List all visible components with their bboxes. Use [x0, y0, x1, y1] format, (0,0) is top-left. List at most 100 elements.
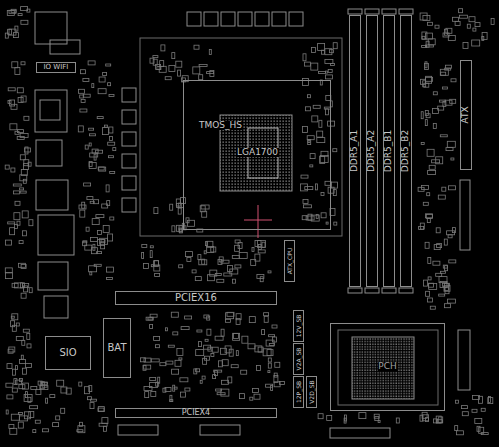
smd-component: [84, 183, 91, 186]
dimm-slot: DDR5_A1: [349, 15, 361, 287]
smd-component: [201, 205, 209, 209]
smd-component: [482, 33, 487, 40]
smd-component: [165, 77, 171, 80]
smd-component: [451, 79, 456, 82]
smd-component: [313, 105, 320, 108]
smd-component: [304, 205, 312, 208]
smd-component: [321, 193, 324, 196]
choke: [122, 154, 136, 168]
smd-component: [14, 33, 19, 38]
smd-component: [248, 344, 255, 349]
smd-component: [215, 274, 221, 276]
smd-component: [87, 197, 93, 200]
smd-component: [456, 431, 463, 435]
smd-component: [109, 94, 114, 96]
smd-component: [199, 75, 203, 80]
smd-component: [19, 385, 25, 389]
smd-component: [21, 7, 28, 11]
smd-component: [213, 375, 216, 379]
smd-component: [143, 264, 148, 269]
smd-component: [186, 218, 189, 223]
part-label: SIO: [58, 348, 77, 359]
dimm-latch: [348, 288, 362, 293]
smd-component: [311, 63, 318, 70]
smd-component: [427, 149, 434, 156]
io-port: [36, 180, 68, 210]
smd-component: [11, 316, 14, 318]
smd-component: [453, 228, 456, 233]
smd-component: [229, 349, 233, 356]
smd-component: [316, 184, 318, 190]
smd-component: [7, 11, 14, 16]
smd-component: [479, 396, 483, 403]
smd-component: [308, 140, 311, 145]
smd-component: [151, 391, 156, 396]
smd-component: [308, 141, 310, 143]
crosshair-line: [258, 205, 259, 238]
smd-component: [144, 365, 151, 369]
smd-component: [241, 370, 247, 374]
smd-component: [208, 347, 212, 351]
smd-component: [192, 270, 196, 273]
smd-component: [169, 65, 175, 71]
io-port: [40, 100, 60, 120]
smd-component: [217, 279, 224, 282]
smd-component: [56, 416, 60, 420]
smd-component: [268, 271, 271, 273]
smd-component: [463, 43, 468, 49]
part-label: PCIEX16: [174, 293, 218, 304]
smd-component: [440, 135, 447, 137]
smd-component: [106, 185, 109, 192]
smd-component: [439, 294, 445, 296]
smd-component: [479, 427, 484, 433]
smd-component: [90, 403, 94, 409]
smd-component: [12, 62, 18, 68]
smd-component: [106, 64, 111, 66]
vertical-label: V2A_SB: [295, 347, 301, 372]
smd-component: [80, 210, 85, 217]
smd-component: [26, 364, 32, 368]
smd-component: [8, 29, 12, 34]
smd-component: [467, 24, 470, 28]
smd-component: [429, 283, 434, 287]
smd-component: [170, 204, 173, 210]
smd-component: [166, 361, 173, 364]
smd-component: [306, 107, 311, 111]
vertical-label: DDR5_B2: [401, 129, 410, 173]
smd-component: [151, 265, 153, 267]
smd-component: [196, 369, 200, 372]
smd-component: [425, 242, 429, 248]
smd-component: [209, 49, 211, 54]
smd-component: [153, 261, 158, 266]
smd-component: [446, 148, 453, 151]
smd-component: [328, 70, 332, 73]
smd-component: [437, 244, 442, 248]
smd-component: [161, 45, 165, 51]
header-box: 12V_SB: [293, 310, 304, 342]
crosshair: [244, 205, 272, 238]
smd-component: [6, 410, 8, 414]
smd-component: [312, 116, 318, 122]
smd-component: [144, 387, 152, 391]
smd-component: [426, 291, 430, 296]
smd-component: [359, 413, 366, 419]
smd-component: [254, 394, 260, 399]
smd-component: [447, 299, 455, 303]
smd-component: [158, 377, 160, 383]
smd-component: [426, 76, 432, 83]
smd-component: [424, 63, 428, 69]
smd-component: [15, 67, 20, 74]
smd-component: [18, 14, 22, 16]
smd-component: [231, 365, 238, 368]
smd-component: [318, 44, 325, 51]
smd-component: [90, 134, 96, 136]
smd-component: [321, 50, 324, 54]
smd-component: [445, 304, 451, 308]
smd-component: [13, 184, 21, 186]
smd-component: [427, 193, 430, 196]
vertical-label: DDR5_A2: [367, 129, 376, 173]
smd-component: [232, 255, 239, 258]
smd-component: [18, 263, 25, 267]
smd-component: [225, 319, 230, 322]
smd-component: [472, 40, 480, 46]
